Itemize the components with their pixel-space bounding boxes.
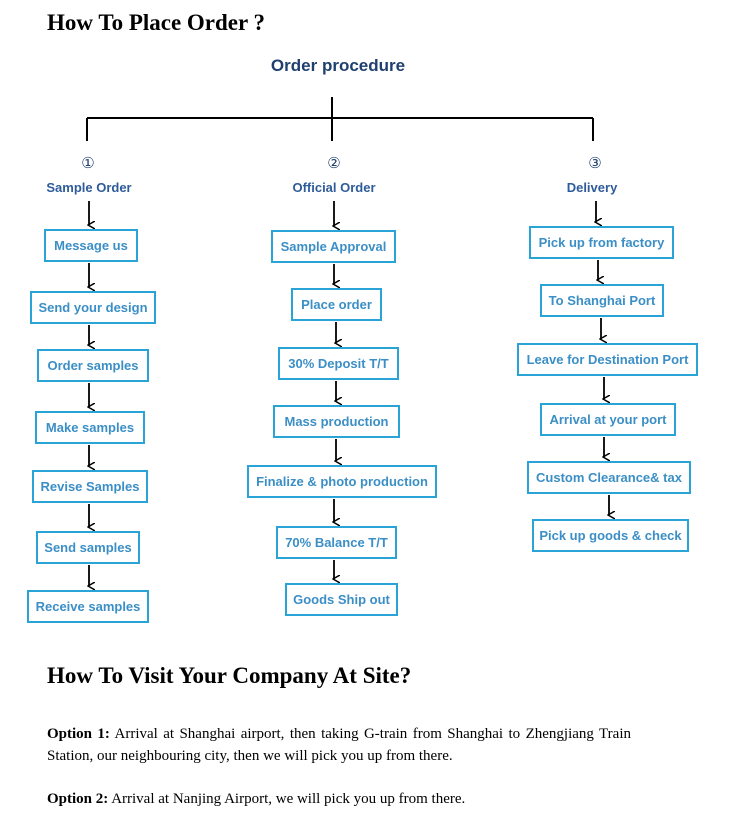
option-2-label: Option 2: bbox=[47, 791, 109, 807]
step-box: Arrival at your port bbox=[540, 403, 676, 436]
step-box: Pick up from factory bbox=[529, 226, 674, 259]
step-box: Send samples bbox=[36, 531, 140, 564]
step-number-3: ③ bbox=[588, 154, 602, 172]
step-box: Place order bbox=[291, 288, 382, 321]
column-label-sample-order: Sample Order bbox=[46, 180, 132, 195]
step-box: Revise Samples bbox=[32, 470, 148, 503]
column-label-official-order: Official Order bbox=[292, 180, 376, 195]
step-box: Order samples bbox=[37, 349, 149, 382]
step-box: Send your design bbox=[30, 291, 156, 324]
step-box: Sample Approval bbox=[271, 230, 396, 263]
step-number-1: ① bbox=[81, 154, 95, 172]
step-box: Custom Clearance& tax bbox=[527, 461, 691, 494]
step-box: Receive samples bbox=[27, 590, 149, 623]
section-title-visit: How To Visit Your Company At Site? bbox=[47, 663, 412, 688]
step-number-2: ② bbox=[327, 154, 341, 172]
step-box: Make samples bbox=[35, 411, 145, 444]
step-box: 70% Balance T/T bbox=[276, 526, 397, 559]
step-box: Goods Ship out bbox=[285, 583, 398, 616]
procedure-title: Order procedure bbox=[270, 56, 406, 75]
step-box: Message us bbox=[44, 229, 138, 262]
step-box: To Shanghai Port bbox=[540, 284, 664, 317]
step-box: Pick up goods & check bbox=[532, 519, 689, 552]
option-1-label: Option 1: bbox=[47, 726, 110, 742]
column-label-delivery: Delivery bbox=[566, 180, 618, 195]
step-box: Finalize & photo production bbox=[247, 465, 437, 498]
option-2-paragraph: Option 2: Arrival at Nanjing Airport, we… bbox=[47, 788, 631, 810]
option-1-text: Arrival at Shanghai airport, then taking… bbox=[47, 726, 631, 764]
connector-lines bbox=[86, 97, 732, 660]
option-2-text: Arrival at Nanjing Airport, we will pick… bbox=[108, 791, 466, 807]
step-box: Leave for Destination Port bbox=[517, 343, 698, 376]
step-box: 30% Deposit T/T bbox=[278, 347, 399, 380]
step-box: Mass production bbox=[273, 405, 400, 438]
option-1-paragraph: Option 1: Arrival at Shanghai airport, t… bbox=[47, 723, 631, 767]
page-title: How To Place Order ? bbox=[47, 10, 266, 35]
